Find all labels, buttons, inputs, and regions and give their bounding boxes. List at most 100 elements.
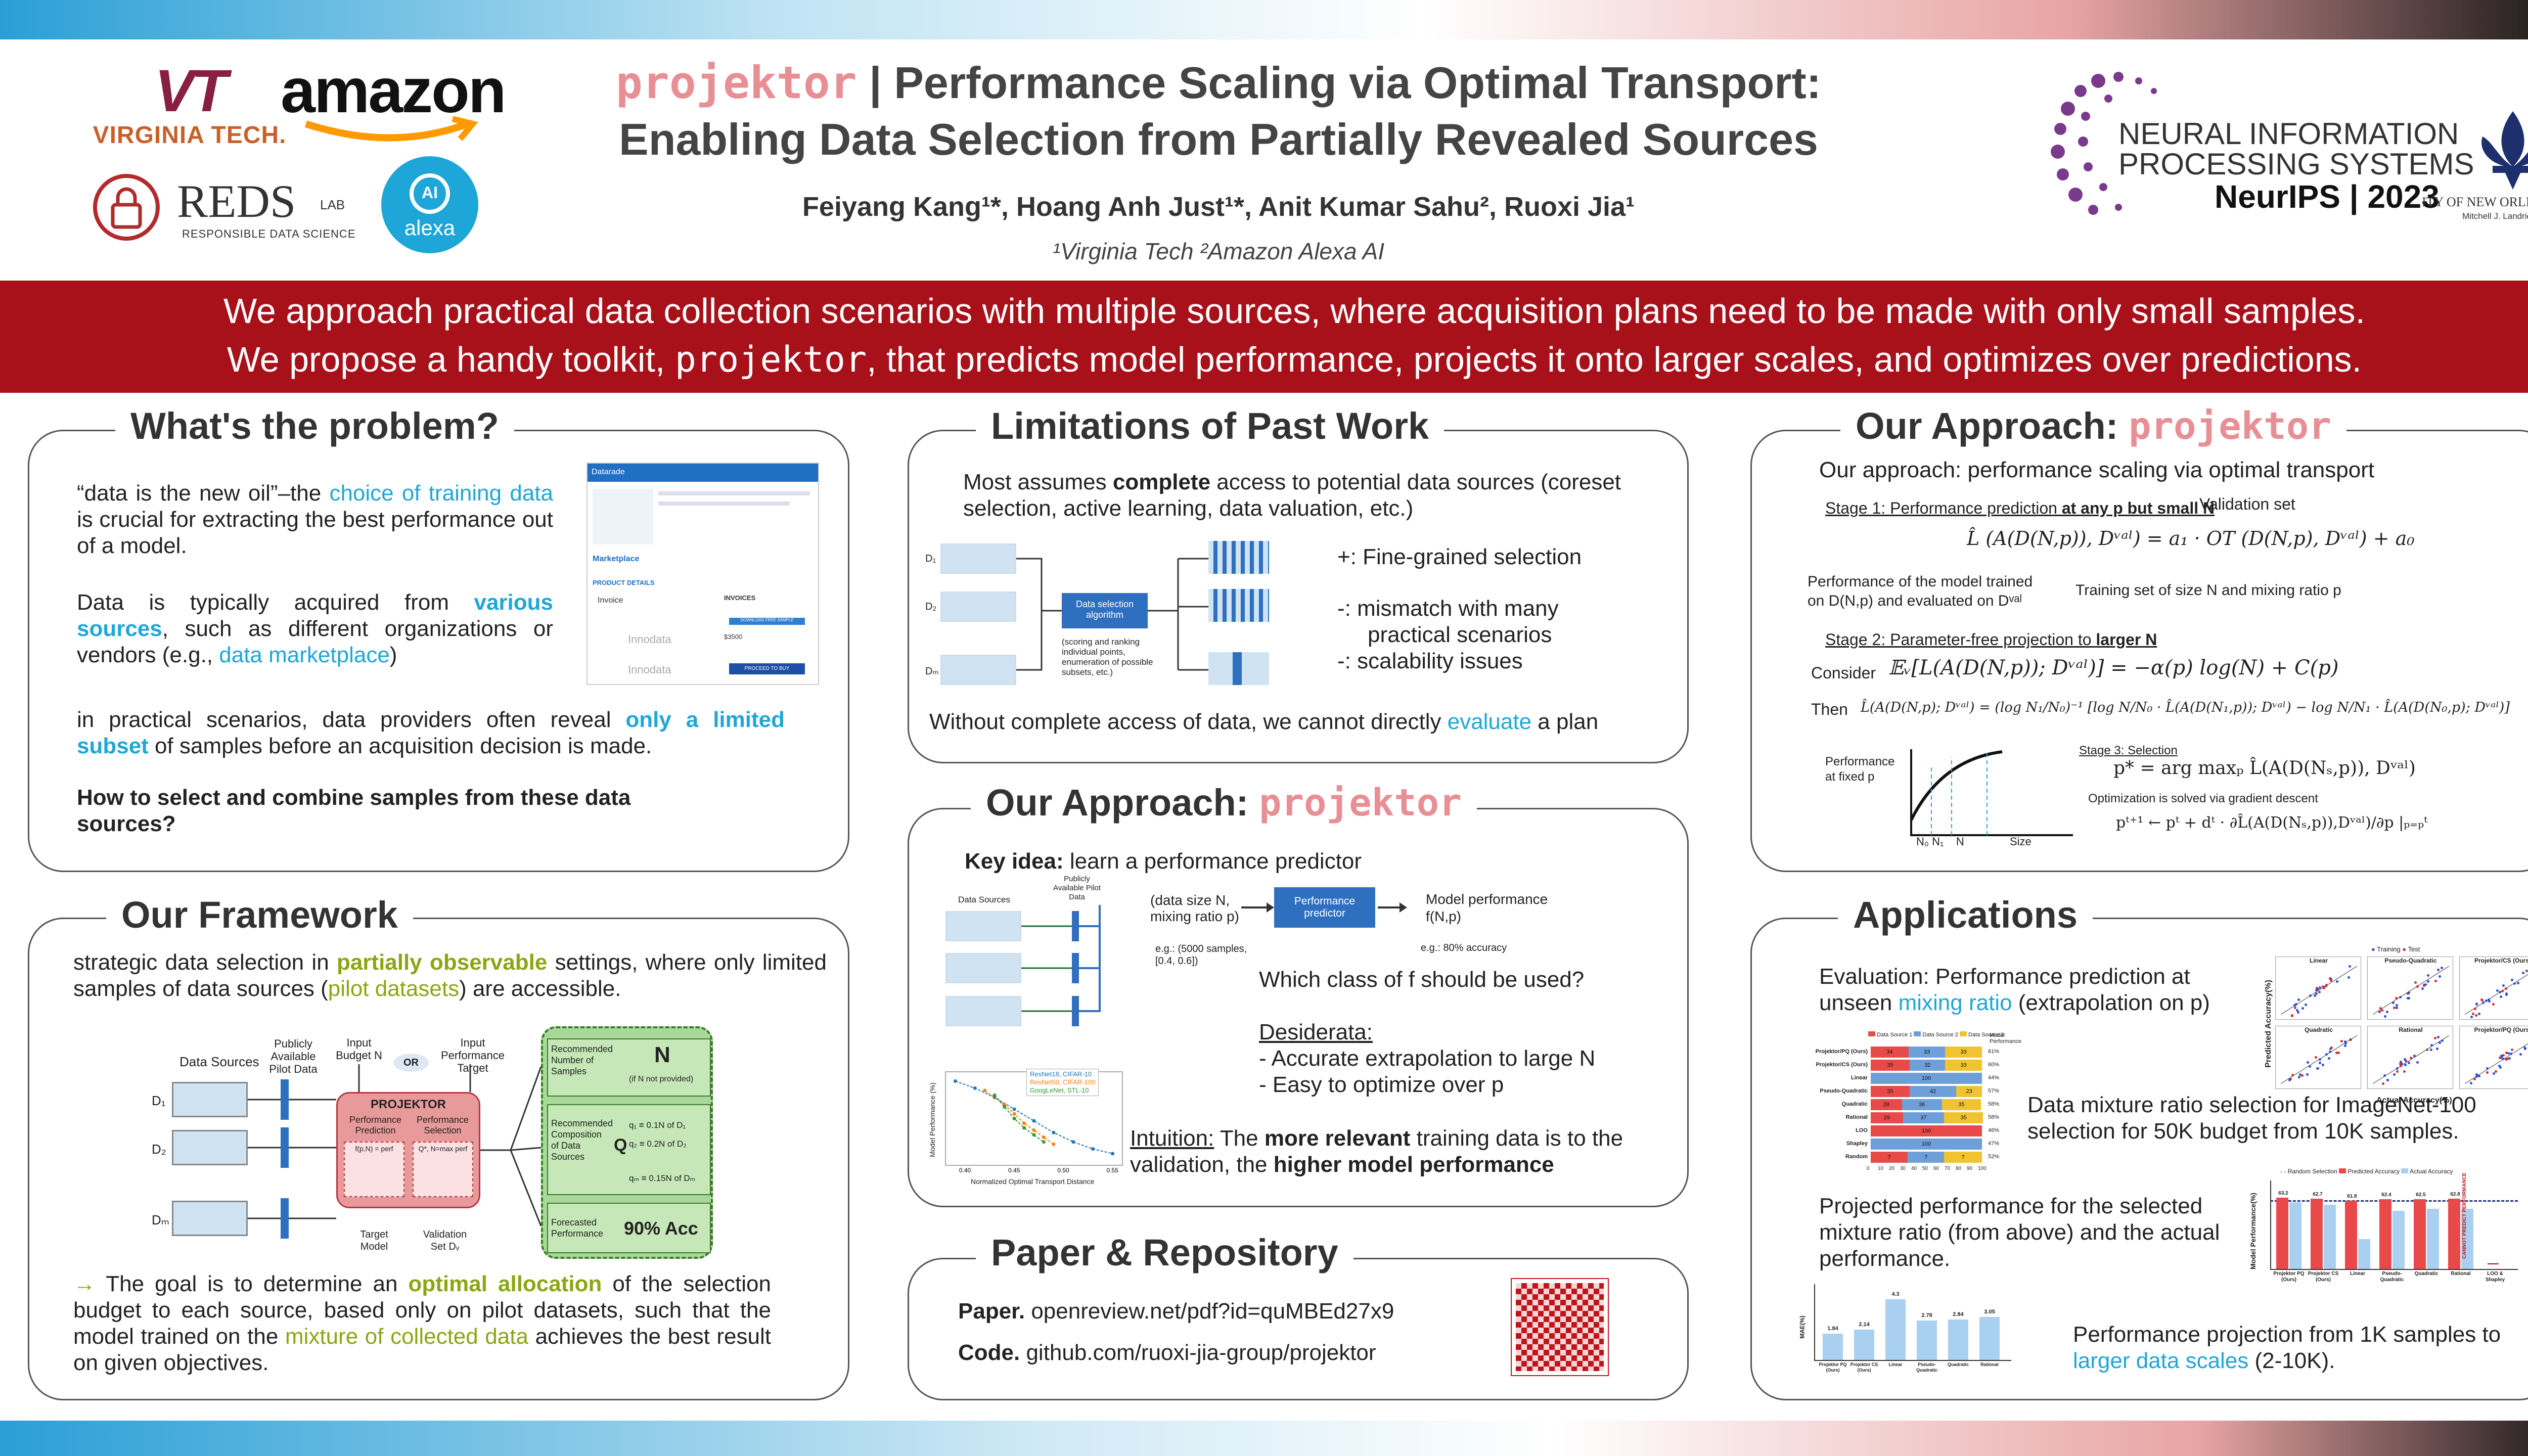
neurips-logo: NEURAL INFORMATION PROCESSING SYSTEMS Ne… bbox=[2038, 61, 2477, 228]
problem-question: How to select and combine samples from t… bbox=[77, 785, 631, 836]
ar-consider: Consider bbox=[1811, 664, 1876, 682]
goal-e: achieves the best result on given object… bbox=[73, 1324, 771, 1375]
intuition-e: higher model performance bbox=[1273, 1152, 1554, 1177]
perf-bar-predicted bbox=[2276, 1197, 2288, 1269]
ot-x-tick: 0.40 bbox=[959, 1167, 971, 1174]
fw-n-note: (if N not provided) bbox=[629, 1075, 694, 1083]
scatter-point bbox=[2525, 969, 2528, 972]
scatter-point bbox=[2475, 1003, 2478, 1006]
fleur-de-lis-icon bbox=[2481, 111, 2528, 190]
scatter-point bbox=[2502, 1054, 2505, 1057]
summary-banner: We approach practical data collection sc… bbox=[0, 281, 2528, 393]
intuition-b: The bbox=[1214, 1126, 1265, 1151]
ar-title-text: Our Approach: bbox=[1856, 405, 2129, 447]
brain-lock-icon bbox=[93, 174, 160, 241]
perf-value-label: 62.4 bbox=[2381, 1192, 2391, 1198]
fw-out-acc: Forecasted Performance 90% Acc bbox=[547, 1203, 711, 1253]
scatter-point bbox=[2492, 1003, 2495, 1006]
scatter-title: Projektor/PQ (Ours) bbox=[2474, 1026, 2528, 1033]
fw-q-big: Q bbox=[614, 1135, 627, 1155]
approach-mid-title: Our Approach: projektor bbox=[971, 781, 1477, 825]
scatter-point bbox=[2315, 992, 2318, 995]
perf-bar-predicted bbox=[2345, 1200, 2357, 1269]
qr-code-icon[interactable] bbox=[1511, 1278, 1609, 1376]
shot-watermark: Innodata bbox=[628, 663, 671, 676]
lim-p1a: Most assumes bbox=[963, 470, 1113, 494]
lim-p1b: complete bbox=[1112, 470, 1211, 494]
limitations-title: Limitations of Past Work bbox=[976, 404, 1444, 447]
scatter-point bbox=[2434, 979, 2437, 982]
lim-algo-box: Data selection algorithm bbox=[1062, 593, 1148, 628]
neurips-dots-icon bbox=[2051, 72, 2157, 215]
scatter-point bbox=[2424, 983, 2427, 986]
stack-row-performance: 47% bbox=[1988, 1141, 2000, 1147]
perf-category-label: Pseudo-Quadratic bbox=[2380, 1271, 2404, 1283]
scatter-diagonal bbox=[2281, 966, 2357, 1015]
bottom-gradient-bar bbox=[0, 1421, 2528, 1456]
vt-mark: VT bbox=[154, 58, 228, 124]
scatter-point bbox=[2427, 980, 2430, 983]
scatter-xlabel: Actual Accuracy(%) bbox=[2376, 1096, 2452, 1105]
scatter-point bbox=[2322, 987, 2325, 990]
fw-q2: q₂ ≡ 0.2N of D₂ bbox=[629, 1139, 687, 1149]
scatter-point bbox=[2513, 982, 2516, 985]
fw-rec-c: Recommended Composition of Data Sources bbox=[551, 1118, 613, 1162]
mae-ylabel: MAE(%) bbox=[1798, 1315, 1806, 1339]
problem-p3a: in practical scenarios, data providers o… bbox=[77, 707, 626, 732]
ot-legend-2: ResNet50, CIFAR-100 bbox=[1030, 1078, 1096, 1086]
problem-p2b: various sources bbox=[77, 590, 553, 641]
scatter-point bbox=[2485, 999, 2488, 1002]
scatter-point bbox=[2510, 1048, 2513, 1051]
perf-random-line bbox=[2270, 1200, 2518, 1202]
scatter-point bbox=[2436, 1047, 2439, 1050]
scatter-point bbox=[2293, 1004, 2296, 1007]
fw-out-n: Recommended Number of Samples N (if N no… bbox=[547, 1038, 711, 1097]
scatter-point bbox=[2327, 1057, 2330, 1060]
framework-p1: strategic data selection in partially ob… bbox=[73, 949, 827, 1002]
scatter-point bbox=[2315, 1056, 2318, 1059]
mae-bar bbox=[1823, 1334, 1843, 1360]
scatter-point bbox=[2322, 985, 2325, 988]
code-url[interactable]: github.com/ruoxi-jia-group/projektor bbox=[1020, 1340, 1376, 1365]
paper-url[interactable]: openreview.net/pdf?id=quMBEd27x9 bbox=[1025, 1299, 1394, 1324]
fw-source-d2 bbox=[172, 1130, 248, 1165]
intuition-c: more relevant bbox=[1264, 1126, 1411, 1151]
scatter-cell: Rational bbox=[2367, 1026, 2453, 1089]
scatter-point bbox=[2383, 1015, 2386, 1018]
scale-a: Performance projection from 1K samples t… bbox=[2073, 1322, 2501, 1347]
stack-bar-segment: 35 bbox=[1944, 1112, 1983, 1123]
stack-bar-segment: 35 bbox=[1871, 1060, 1910, 1071]
scatter-point bbox=[2475, 1014, 2478, 1017]
framework-title: Our Framework bbox=[106, 893, 413, 936]
scatter-cell: Projektor/CS (Ours) bbox=[2459, 957, 2528, 1020]
scatter-point bbox=[2501, 1057, 2504, 1060]
stack-row-performance: 58% bbox=[1988, 1114, 2000, 1120]
fw-output-box: Recommended Number of Samples N (if N no… bbox=[541, 1026, 713, 1259]
paper-link[interactable]: Paper. openreview.net/pdf?id=quMBEd27x9 bbox=[958, 1298, 1394, 1325]
stack-row-performance: 57% bbox=[1988, 1088, 2000, 1094]
lim-source-dm bbox=[940, 655, 1016, 685]
code-link[interactable]: Code. github.com/ruoxi-jia-group/projekt… bbox=[958, 1340, 1376, 1366]
ar-axis-size: Size bbox=[2010, 835, 2032, 848]
scatter-point bbox=[2441, 967, 2444, 970]
am-input-label: (data size N, mixing ratio p) bbox=[1150, 892, 1239, 924]
scatter-point bbox=[2404, 1060, 2407, 1063]
ot-point bbox=[1022, 1126, 1026, 1130]
scatter-legend: ● Training ● Test bbox=[2371, 945, 2420, 953]
lim-dm: Dₘ bbox=[925, 666, 939, 677]
ot-point bbox=[1042, 1140, 1046, 1144]
ot-x-tick: 0.45 bbox=[1008, 1167, 1020, 1174]
scatter-point bbox=[2313, 994, 2316, 997]
scatter-point bbox=[2386, 1011, 2389, 1014]
framework-p1e: ) are accessible. bbox=[459, 976, 621, 1001]
fw-pp: Performance Prediction bbox=[349, 1115, 402, 1135]
perf-value-label: 62.5 bbox=[2416, 1192, 2426, 1198]
stage1b: at any p but small N bbox=[2061, 499, 2215, 517]
stack-bar-segment: 35 bbox=[1871, 1086, 1910, 1097]
perf-bar-actual bbox=[2461, 1209, 2473, 1269]
ot-ylabel: Model Performance (%) bbox=[928, 1082, 936, 1157]
stack-leg-perf: Model Performance bbox=[1990, 1032, 2021, 1044]
shot-line bbox=[658, 502, 790, 506]
lim-minus1b: practical scenarios bbox=[1368, 622, 1552, 647]
scatter-point bbox=[2414, 981, 2417, 984]
